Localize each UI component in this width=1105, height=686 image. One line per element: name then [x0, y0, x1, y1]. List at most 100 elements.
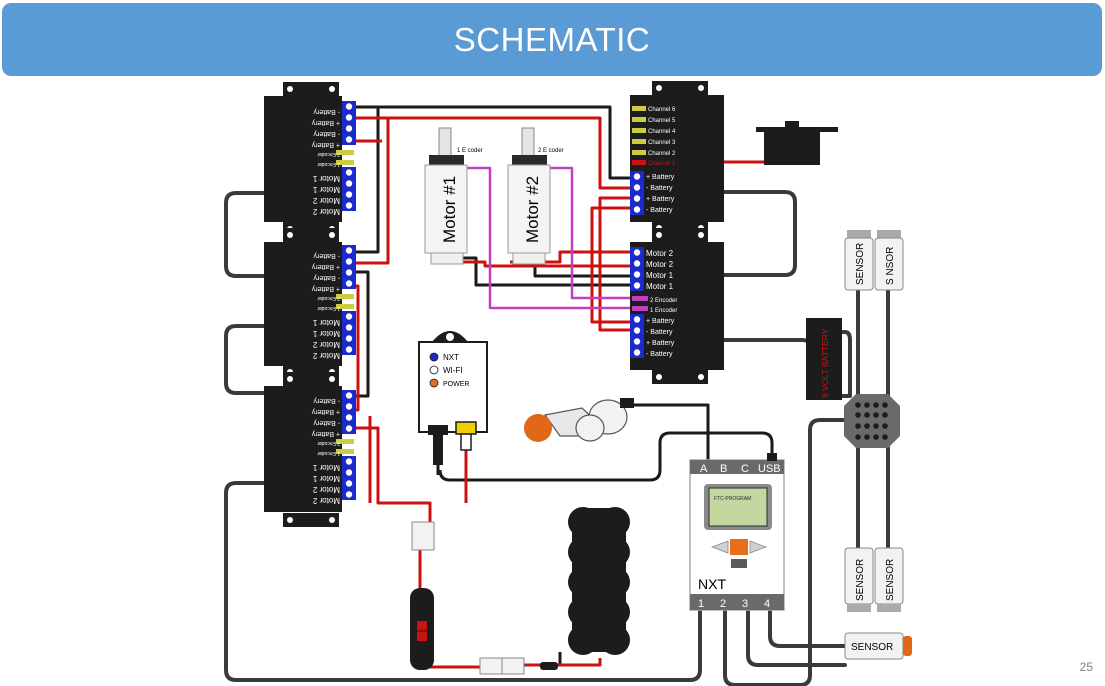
servo-channel: Channel 1: [648, 161, 676, 167]
motor-2-encoder-label: 2 E coder: [538, 148, 564, 154]
mc1-pin: 1 Encoder: [317, 161, 340, 167]
power-switch: [410, 588, 434, 670]
nxt-port-c: C: [741, 463, 749, 475]
servo-battery-pin: + Battery: [646, 174, 675, 181]
mc2-pin: 1 Encoder: [317, 305, 340, 311]
nxt-screen-text: FTC-PROGRAM: [714, 496, 751, 502]
nxt-brick: FTC-PROGRAM A B C USB NXT 1 2 3 4: [689, 453, 785, 611]
power-connector: [411, 521, 558, 675]
mc2-pin: + Battery: [311, 285, 340, 292]
mc3-pin: + Battery: [311, 408, 340, 415]
right-motor-controller: [630, 228, 724, 384]
motor-2-label: Motor #2: [523, 176, 542, 243]
mc1-pin: Motor 1: [312, 174, 340, 183]
wifi-item-label: POWER: [443, 381, 469, 388]
rmc-pin: - Battery: [646, 329, 673, 336]
sensor-bottom-left: SENSOR: [844, 547, 874, 612]
red-wires: [355, 116, 764, 669]
servo-channel: Channel 2: [648, 151, 676, 157]
sensor-horizontal: SENSOR: [844, 632, 912, 660]
motor-1: Motor #1 1 E coder: [424, 127, 483, 265]
mc1-pin: + Battery: [311, 141, 340, 148]
sonar-sensor: [524, 398, 634, 442]
mc3-pin: - Battery: [313, 419, 340, 426]
rmc-pin: - Battery: [646, 351, 673, 358]
page-title: SCHEMATIC: [453, 20, 651, 58]
mc3-pin: Motor 2: [312, 485, 340, 494]
svg-text:SENSOR: SENSOR: [851, 642, 893, 653]
mc1-pin: Motor 2: [312, 207, 340, 216]
battery-9v: 9 VOLT BATTERY: [806, 318, 842, 400]
motor-controller-3: [264, 372, 356, 527]
servo-channel: Channel 6: [648, 107, 676, 113]
servo-channel: Channel 4: [648, 129, 676, 135]
motor-2: Motor #2 2 E coder: [507, 127, 564, 265]
gray-cables: [224, 190, 890, 686]
wifi-item-label: WI-FI: [443, 366, 463, 375]
nxt-port-b: B: [720, 463, 727, 475]
mc2-pin: Motor 1: [312, 318, 340, 327]
mc1-pin: Motor 2: [312, 196, 340, 205]
sensor-bottom-right: SENSOR: [874, 547, 904, 612]
servo-battery-pin: - Battery: [646, 185, 673, 192]
title-banner: SCHEMATIC: [2, 3, 1102, 76]
servo-motor: [756, 121, 838, 165]
nxt-port-1: 1: [698, 598, 704, 610]
svg-text:SENSOR: SENSOR: [855, 243, 866, 285]
rmc-pin: Motor 1: [646, 282, 674, 291]
wifi-led-icon: [429, 365, 439, 375]
nxt-port-3: 3: [742, 598, 748, 610]
nxt-led-icon: [429, 352, 439, 362]
rmc-pin: 1 Encoder: [650, 308, 677, 314]
battery-9v-label: 9 VOLT BATTERY: [820, 328, 830, 398]
nxt-port-a: A: [700, 463, 708, 475]
servo-battery-pin: + Battery: [646, 196, 675, 203]
nxt-port-2: 2: [720, 598, 726, 610]
mc3-pin: 1 Encoder: [317, 450, 340, 456]
mc1-pin: - Battery: [313, 108, 340, 115]
mc2-pin: Motor 2: [312, 340, 340, 349]
nxt-label: NXT: [698, 576, 726, 592]
servo-controller: [630, 81, 724, 234]
svg-text:SENSOR: SENSOR: [885, 559, 896, 601]
mc3-pin: Motor 1: [312, 474, 340, 483]
nxt-port-usb: USB: [758, 463, 781, 475]
mc3-pin: Motor 1: [312, 463, 340, 472]
rmc-pin: Motor 1: [646, 271, 674, 280]
svg-text:SENSOR: SENSOR: [855, 559, 866, 601]
mc1-pin: - Battery: [313, 130, 340, 137]
mc3-pin: Motor 2: [312, 496, 340, 505]
sensor-top-left: SENSOR: [844, 230, 874, 291]
sensor-top-right: S NSOR: [874, 230, 904, 291]
mc2-pin: Motor 1: [312, 329, 340, 338]
rmc-pin: + Battery: [646, 318, 675, 325]
mc2-pin: - Battery: [313, 274, 340, 281]
mc2-pin: - Battery: [313, 252, 340, 259]
power-led-icon: [429, 378, 439, 388]
mc3-pin: 2 Encoder: [317, 440, 340, 446]
motor-controller-1: [264, 82, 356, 236]
mc1-pin: 2 Encoder: [317, 151, 340, 157]
mc3-pin: + Battery: [311, 430, 340, 437]
sensor-multiplexer: [844, 394, 900, 448]
motor-controller-2: [264, 228, 356, 379]
battery-pack: [568, 507, 630, 655]
mc1-pin: + Battery: [311, 119, 340, 126]
servo-channel: Channel 5: [648, 118, 676, 124]
mc2-pin: 2 Encoder: [317, 295, 340, 301]
mc3-pin: - Battery: [313, 397, 340, 404]
rmc-pin: 2 Encoder: [650, 298, 677, 304]
servo-channel: Channel 3: [648, 140, 676, 146]
encoder-wires: [464, 166, 640, 310]
nxt-port-4: 4: [764, 598, 770, 610]
wifi-module: NXT WI-FI POWER: [418, 331, 488, 465]
svg-text:S NSOR: S NSOR: [885, 247, 896, 285]
wifi-item-label: NXT: [443, 353, 459, 362]
rmc-pin: + Battery: [646, 340, 675, 347]
servo-battery-pin: - Battery: [646, 207, 673, 214]
mc2-pin: Motor 2: [312, 351, 340, 360]
rmc-pin: Motor 2: [646, 249, 674, 258]
mc2-pin: + Battery: [311, 263, 340, 270]
motor-1-label: Motor #1: [440, 176, 459, 243]
